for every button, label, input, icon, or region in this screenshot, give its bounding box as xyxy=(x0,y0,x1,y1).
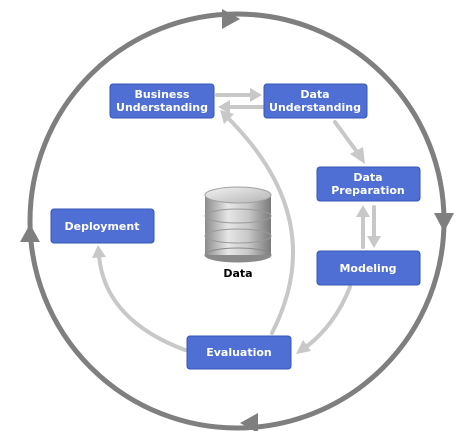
evaluation-label: Evaluation xyxy=(206,346,272,359)
phase-modeling[interactable]: Modeling xyxy=(316,250,421,286)
arrowhead-to-preparation-icon xyxy=(350,147,365,164)
phase-evaluation[interactable]: Evaluation xyxy=(186,335,292,370)
modeling-label: Modeling xyxy=(339,262,396,275)
arrowhead-evaluation-to-business-icon xyxy=(220,110,234,124)
ring-arrow-right-icon xyxy=(434,213,454,232)
data-preparation-line1: Data xyxy=(353,171,382,184)
arrowhead-to-deployment-icon xyxy=(92,245,106,258)
phase-business-understanding[interactable]: Business Understanding xyxy=(109,83,215,119)
deployment-label: Deployment xyxy=(65,220,140,233)
center-data-label: Data xyxy=(223,267,252,280)
process-arrows xyxy=(97,93,376,352)
ring-arrow-top-icon xyxy=(222,9,240,29)
business-line2: Understanding xyxy=(116,101,208,114)
arrow-evaluation-to-deployment xyxy=(97,254,187,352)
arrowhead-modeling-to-preparation-icon xyxy=(356,205,370,217)
arrowhead-preparation-to-modeling-icon xyxy=(367,236,381,248)
arrow-evaluation-to-business xyxy=(226,116,295,335)
phase-data-understanding[interactable]: Data Understanding xyxy=(263,83,368,119)
database-icon xyxy=(204,186,272,263)
arrow-data-understanding-to-preparation xyxy=(333,120,359,154)
phase-data-preparation[interactable]: Data Preparation xyxy=(316,166,421,202)
outer-cycle-ring xyxy=(20,9,454,431)
business-line1: Business xyxy=(135,88,190,101)
arrowhead-to-business-icon xyxy=(218,100,230,114)
ring-arrow-left-icon xyxy=(20,224,40,242)
process-arrowheads xyxy=(92,88,381,354)
arrow-modeling-to-evaluation xyxy=(304,285,352,349)
phase-deployment[interactable]: Deployment xyxy=(50,208,155,244)
data-preparation-line2: Preparation xyxy=(331,184,405,197)
data-understanding-line1: Data xyxy=(300,88,329,101)
arrowhead-to-data-understanding-icon xyxy=(250,88,262,102)
data-understanding-line2: Understanding xyxy=(269,101,361,114)
ring-arrow-bottom-icon xyxy=(240,413,258,431)
arrowhead-to-evaluation-icon xyxy=(296,340,311,354)
